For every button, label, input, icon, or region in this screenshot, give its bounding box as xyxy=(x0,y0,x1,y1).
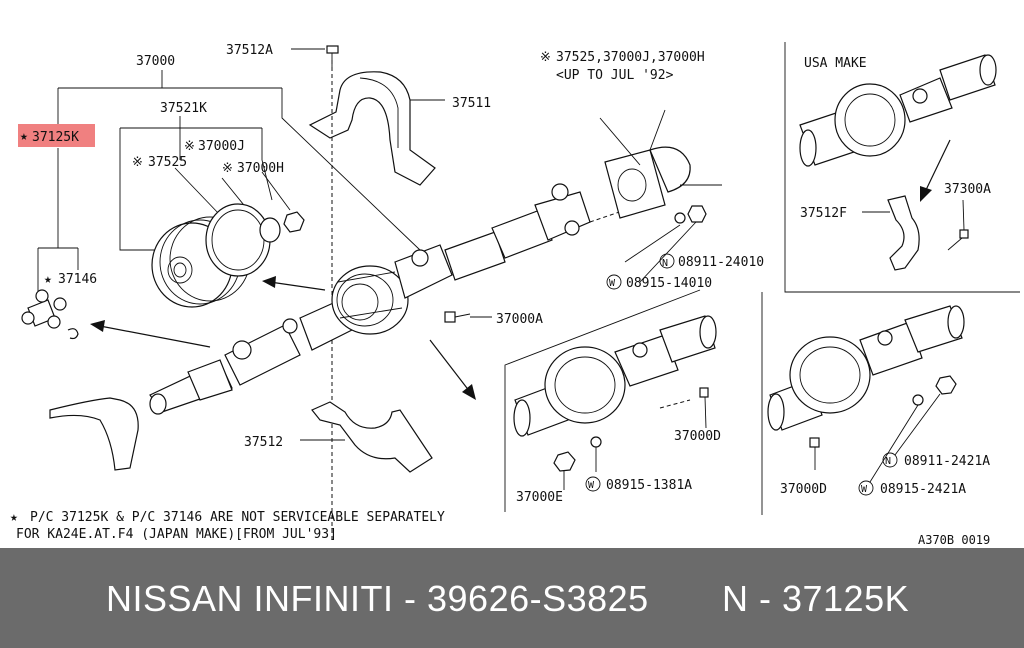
left-leader-lines xyxy=(37,70,421,300)
n-mark-icon: N xyxy=(662,258,668,269)
label-37000d-middle: 37000D xyxy=(674,429,721,444)
bolt-37000a xyxy=(444,311,492,323)
label-37000a: 37000A xyxy=(496,312,543,327)
label-37146: 37146 xyxy=(58,272,97,287)
label-08915-2421a: 08915-2421A xyxy=(880,482,966,497)
label-37525: 37525 xyxy=(148,155,187,170)
label-08915-1381a: 08915-1381A xyxy=(606,478,692,493)
right-panel-assembly xyxy=(767,305,965,483)
label-37000: 37000 xyxy=(136,54,175,69)
label-37521k: 37521K xyxy=(160,101,207,116)
footnote-line2: FOR KA24E.AT.F4 (JAPAN MAKE)[FROM JUL'93… xyxy=(16,527,337,542)
label-37000j: 37000J xyxy=(198,139,245,154)
footnote-line1: P/C 37125K & P/C 37146 ARE NOT SERVICEAB… xyxy=(30,510,445,525)
callout-labels: 37000 37512A 37511 37521K ★ 37125K ※ 370… xyxy=(10,43,991,547)
ref-mark-icon: ※ xyxy=(540,50,551,65)
label-08915-14010: 08915-14010 xyxy=(626,276,712,291)
ref-mark-icon: ※ xyxy=(222,161,233,176)
label-37511: 37511 xyxy=(452,96,491,111)
w-mark-icon: W xyxy=(861,484,868,495)
label-37000e: 37000E xyxy=(516,490,563,505)
label-37512f: 37512F xyxy=(800,206,847,221)
banner-brand-part: NISSAN INFINITI - 39626-S3825 xyxy=(106,578,649,619)
label-37000h: 37000H xyxy=(237,161,284,176)
star-icon: ★ xyxy=(44,272,52,287)
ref-mark-icon: ※ xyxy=(184,139,195,154)
n-mark-icon: N xyxy=(885,456,891,467)
label-37000d-right: 37000D xyxy=(780,482,827,497)
label-08911-24010: 08911-24010 xyxy=(678,255,764,270)
usa-make-label: USA MAKE xyxy=(804,56,867,71)
highlight-37125k xyxy=(18,124,95,147)
part-number-banner: NISSAN INFINITI - 39626-S3825 N - 37125K xyxy=(0,548,1024,648)
note-top-line2: <UP TO JUL '92> xyxy=(556,68,674,83)
center-bearing-37525 xyxy=(151,203,305,308)
panel-dividers xyxy=(504,42,1020,515)
diagram-code: A370B 0019 xyxy=(918,533,990,547)
banner-reference: N - 37125K xyxy=(722,578,910,619)
label-37512a: 37512A xyxy=(226,43,273,58)
star-icon: ★ xyxy=(10,510,18,525)
universal-joint-37146 xyxy=(21,289,79,340)
flange-assembly xyxy=(604,109,722,224)
star-icon: ★ xyxy=(20,129,28,144)
middle-panel-assembly xyxy=(513,315,717,490)
propeller-shaft-diagram: 37000 37512A 37511 37521K ★ 37125K ※ 370… xyxy=(10,42,1020,547)
transmission-tube xyxy=(49,397,139,471)
usa-make-assembly xyxy=(799,54,997,271)
w-mark-icon: W xyxy=(588,480,595,491)
propeller-shaft-main xyxy=(149,183,641,415)
label-37512: 37512 xyxy=(244,435,283,450)
note-top-line1: 37525,37000J,37000H xyxy=(556,50,705,65)
right-leaders xyxy=(599,117,697,283)
label-37300a: 37300A xyxy=(944,182,991,197)
ref-mark-icon: ※ xyxy=(132,155,143,170)
w-mark-icon: W xyxy=(609,278,616,289)
label-08911-2421a: 08911-2421A xyxy=(904,454,990,469)
label-37125k: 37125K xyxy=(32,130,79,145)
direction-arrows xyxy=(90,139,951,400)
lower-bracket-37512 xyxy=(300,401,433,473)
